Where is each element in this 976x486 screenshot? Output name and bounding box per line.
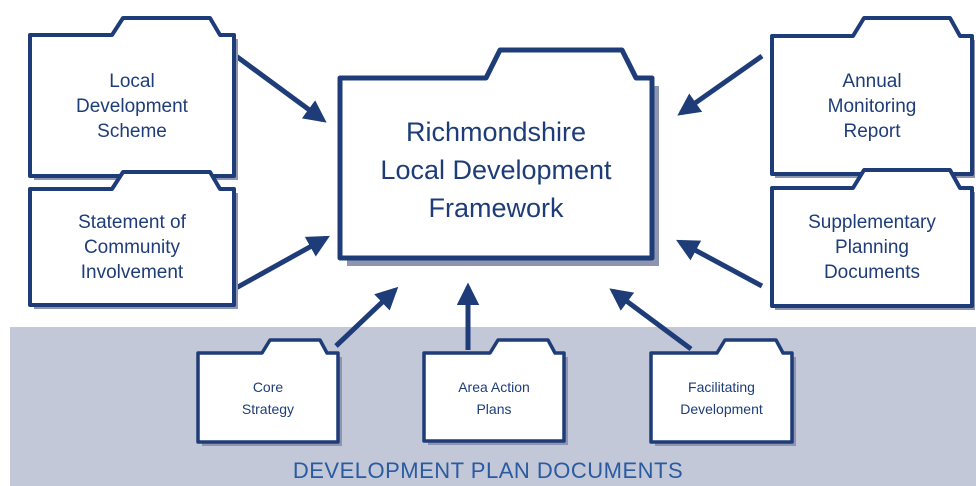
folder-area-action-plans (422, 338, 568, 445)
folder-facilitating-development (649, 338, 796, 446)
folder-shape (28, 170, 236, 307)
arrow-from-supplementary-planning-documents (676, 239, 764, 289)
label-supplementary-planning-documents: Supplementary Planning Documents (808, 211, 936, 283)
folder-statement-of-community-involvement (28, 170, 238, 309)
folder-annual-monitoring-report (770, 16, 975, 178)
arrow-from-local-development-scheme (234, 53, 327, 123)
arrow-from-facilitating-development (609, 288, 693, 352)
label-core-strategy: Core Strategy (241, 379, 295, 417)
folder-shape (649, 338, 794, 444)
folder-shape (422, 338, 566, 443)
folder-shape (28, 16, 236, 178)
folder-local-development-scheme (28, 16, 238, 180)
arrows (234, 53, 764, 352)
folder-shape (337, 47, 655, 261)
folder-shape (770, 16, 974, 176)
folder-supplementary-planning-documents (770, 168, 975, 310)
folder-shape (770, 168, 974, 308)
development-plan-documents-label: DEVELOPMENT PLAN DOCUMENTS (292, 458, 684, 483)
arrow-from-annual-monitoring-report (677, 53, 764, 116)
folder-core-strategy (196, 338, 342, 446)
arrow-from-core-strategy (334, 286, 399, 348)
label-statement-of-community-involvement: Statement of Community Involvement (78, 211, 186, 283)
label-annual-monitoring-report: Annual Monitoring Report (827, 70, 917, 142)
label-local-development-scheme: Local Development Scheme (76, 70, 188, 142)
arrow-from-statement-of-community-involvement (234, 235, 330, 291)
folder-richmondshire-ldf (337, 47, 659, 266)
label-area-action-plans: Area Action Plans (458, 379, 530, 417)
label-richmondshire-ldf: Richmondshire Local Development Framewor… (380, 117, 612, 223)
label-facilitating-development: Facilitating Development (680, 379, 763, 417)
folder-shape (196, 338, 340, 444)
